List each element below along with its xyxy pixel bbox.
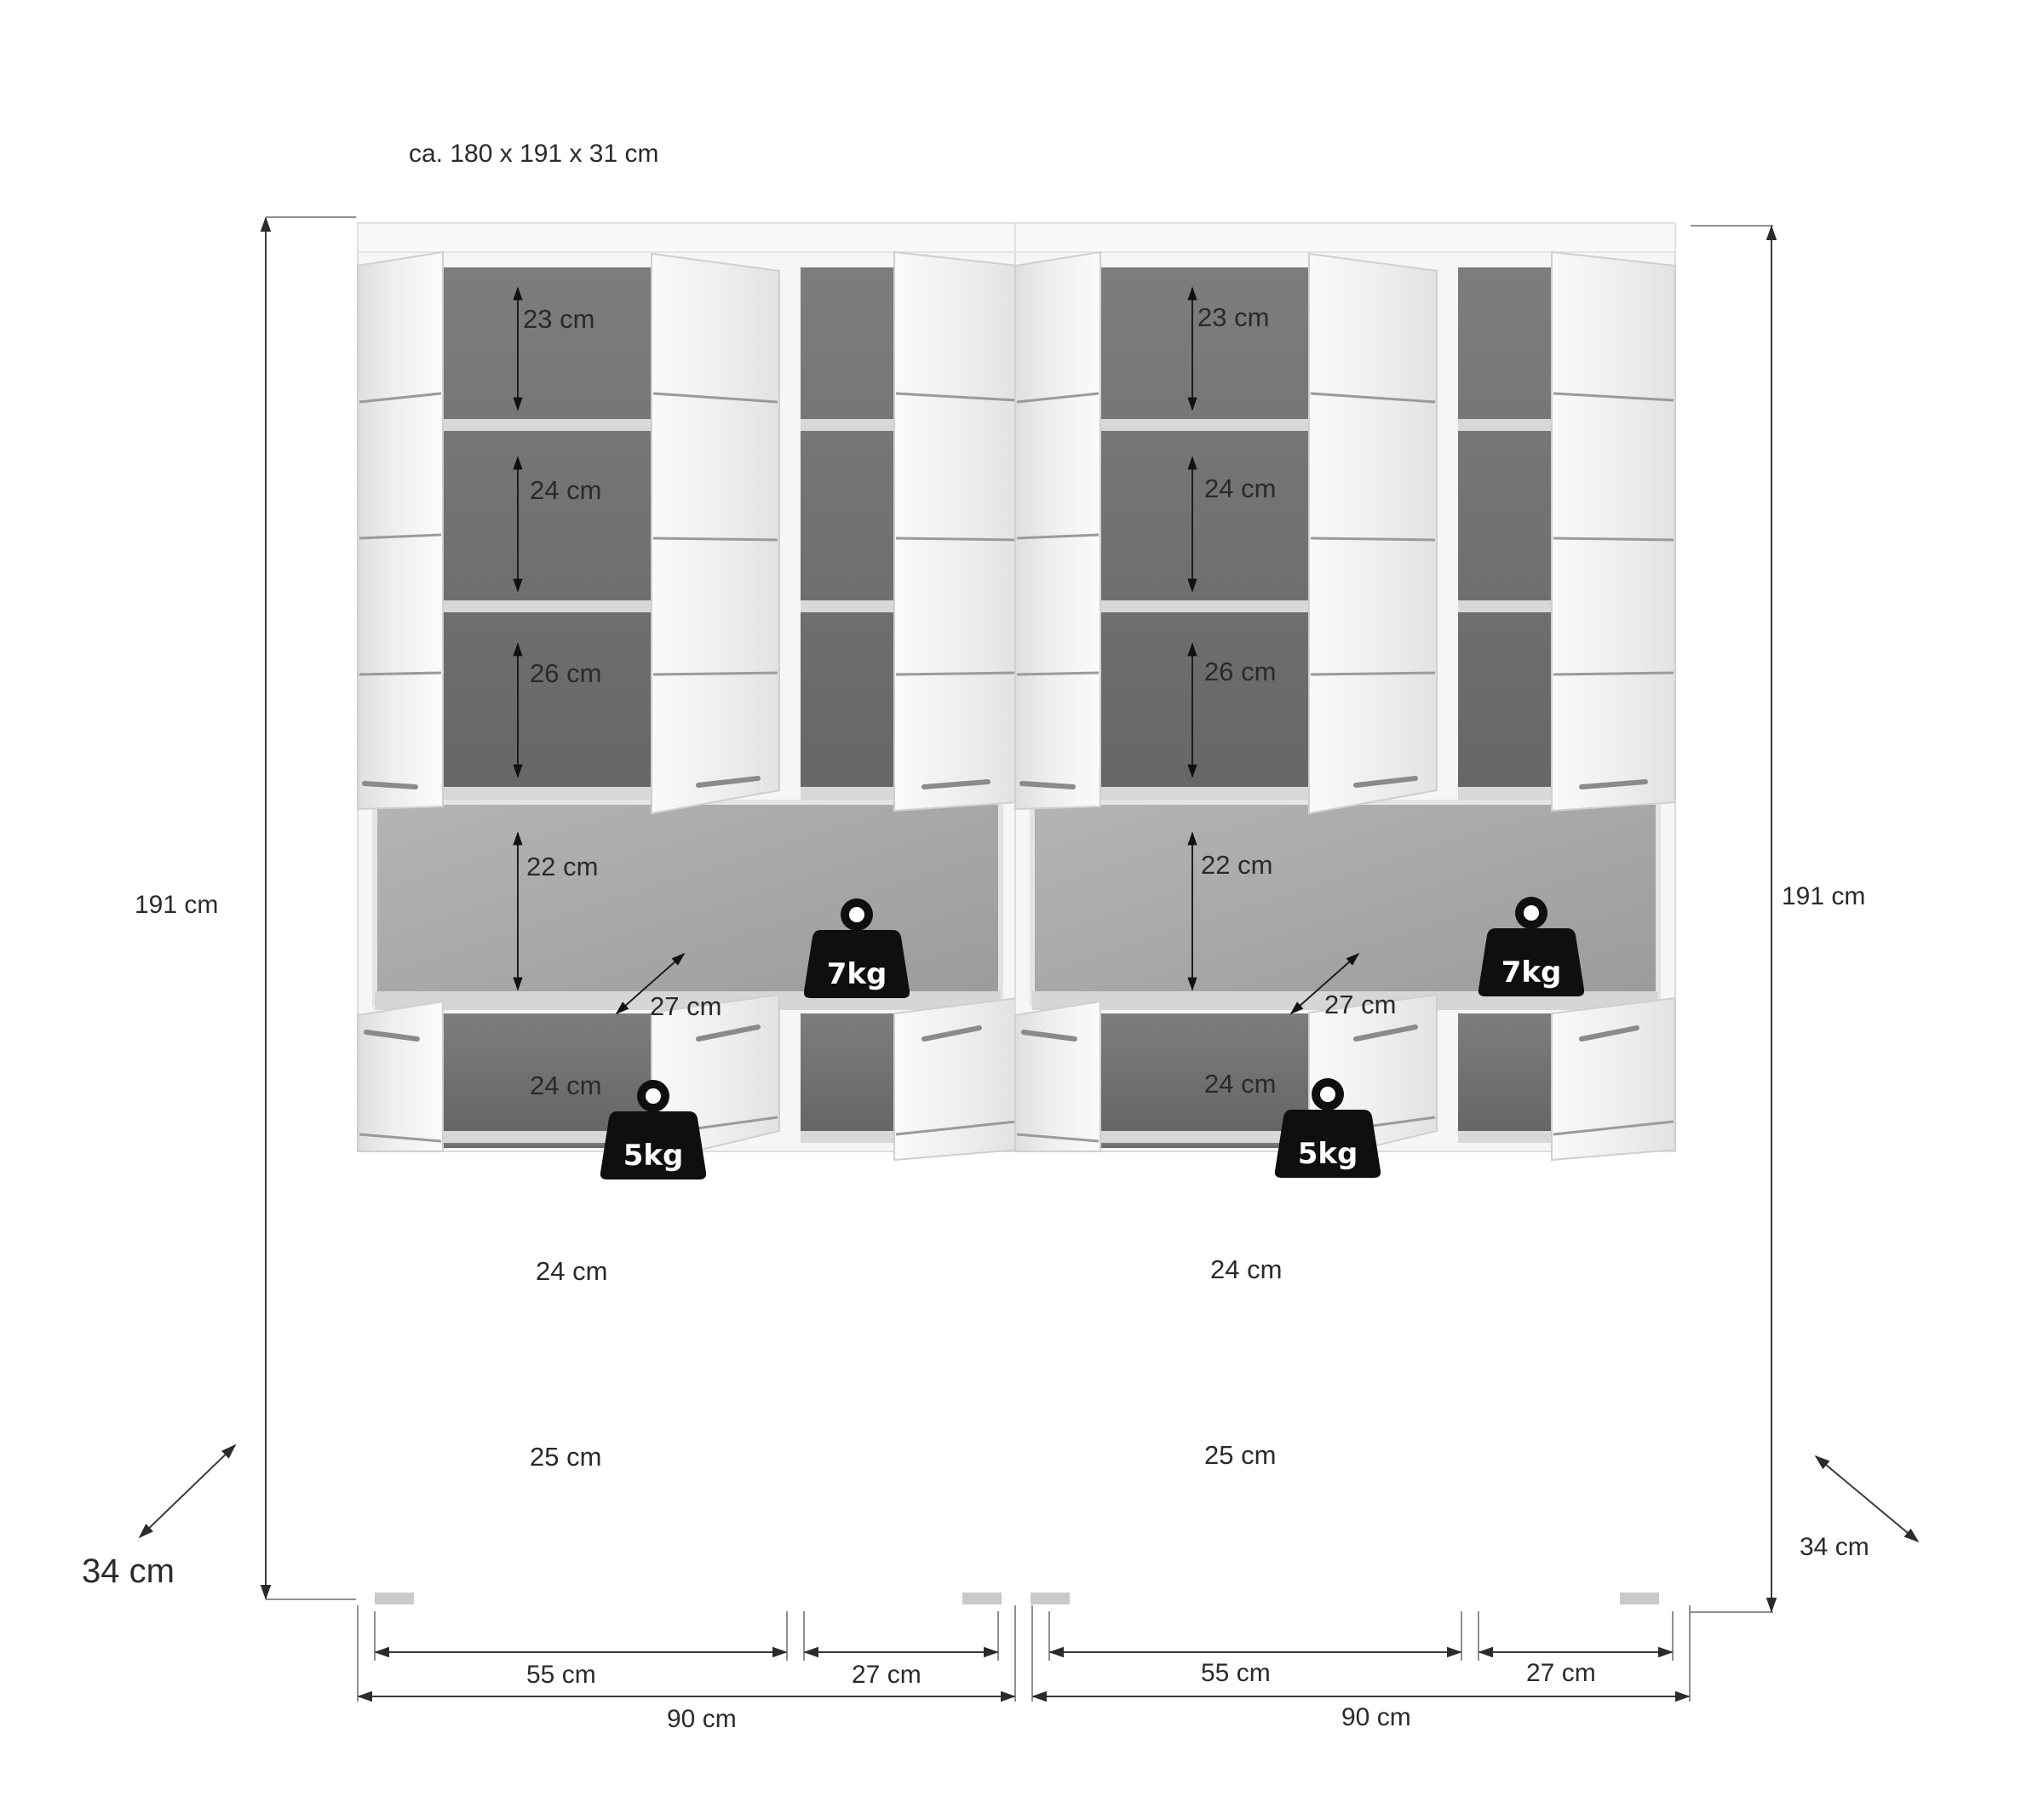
- width-total-label: 90 cm: [667, 1705, 737, 1733]
- weight-icon: 7kg: [1478, 897, 1585, 996]
- height-label-right: 191 cm: [1782, 882, 1865, 910]
- width-dims-left: [357, 1605, 1016, 1702]
- weight-open-label: 7kg: [1501, 956, 1562, 990]
- width-wide-label: 55 cm: [526, 1661, 596, 1689]
- shelf-height-label: 24 cm: [1204, 474, 1276, 503]
- weight-shelf-label: 5kg: [623, 1139, 684, 1173]
- weight-icon: 5kg: [600, 1080, 707, 1180]
- height-dim-left: [260, 216, 356, 1600]
- shelf-height-label: 23 cm: [523, 304, 594, 334]
- unit-right-labels: 23 cm 24 cm 26 cm 22 cm 27 cm 7kg 24 cm …: [1197, 302, 1596, 1731]
- shelf-height-label: 25 cm: [530, 1442, 601, 1472]
- shelf-height-label: 24 cm: [536, 1256, 607, 1286]
- width-narrow-label: 27 cm: [852, 1661, 922, 1689]
- width-wide-label: 55 cm: [1201, 1659, 1271, 1687]
- open-compartment-height-label: 22 cm: [1201, 850, 1272, 880]
- shelf-height-label: 24 cm: [530, 475, 601, 505]
- shelf-height-label: 26 cm: [1204, 657, 1276, 686]
- weight-icon: 5kg: [1274, 1078, 1381, 1178]
- width-total-label: 90 cm: [1341, 1703, 1411, 1731]
- shelf-height-label: 24 cm: [530, 1070, 601, 1100]
- overall-size-label: ca. 180 x 191 x 31 cm: [409, 140, 659, 168]
- open-compartment-depth-label: 27 cm: [1324, 990, 1396, 1019]
- depth-label-left: 34 cm: [82, 1553, 175, 1590]
- depth-arrow-left: [138, 1444, 237, 1539]
- shelf-height-label: 25 cm: [1204, 1440, 1276, 1470]
- depth-arrow-right: [1814, 1455, 1920, 1543]
- cabinet-right: [1015, 223, 1675, 1162]
- open-compartment-depth-label: 27 cm: [650, 991, 721, 1021]
- height-label-left: 191 cm: [135, 891, 218, 919]
- weight-open-label: 7kg: [827, 957, 887, 991]
- weight-shelf-label: 5kg: [1298, 1137, 1358, 1171]
- depth-label-right: 34 cm: [1800, 1533, 1869, 1561]
- shelf-height-label: 24 cm: [1210, 1254, 1282, 1284]
- height-dim-right: [1691, 225, 1777, 1613]
- shelf-height-label: 26 cm: [530, 658, 601, 688]
- cabinet-feet: [375, 1593, 1659, 1604]
- inner-dims-left: [513, 286, 686, 1015]
- shelf-height-label: 23 cm: [1197, 302, 1269, 332]
- inner-dims-right: [1187, 286, 1360, 1015]
- width-narrow-label: 27 cm: [1526, 1659, 1596, 1687]
- shelf-height-label: 24 cm: [1204, 1069, 1276, 1099]
- open-compartment-height-label: 22 cm: [526, 852, 598, 881]
- width-dims-right: [1031, 1605, 1691, 1702]
- unit-left-labels: 23 cm 24 cm 26 cm 22 cm 27 cm 7kg 24 cm …: [523, 304, 922, 1733]
- weight-icon: 7kg: [803, 898, 910, 998]
